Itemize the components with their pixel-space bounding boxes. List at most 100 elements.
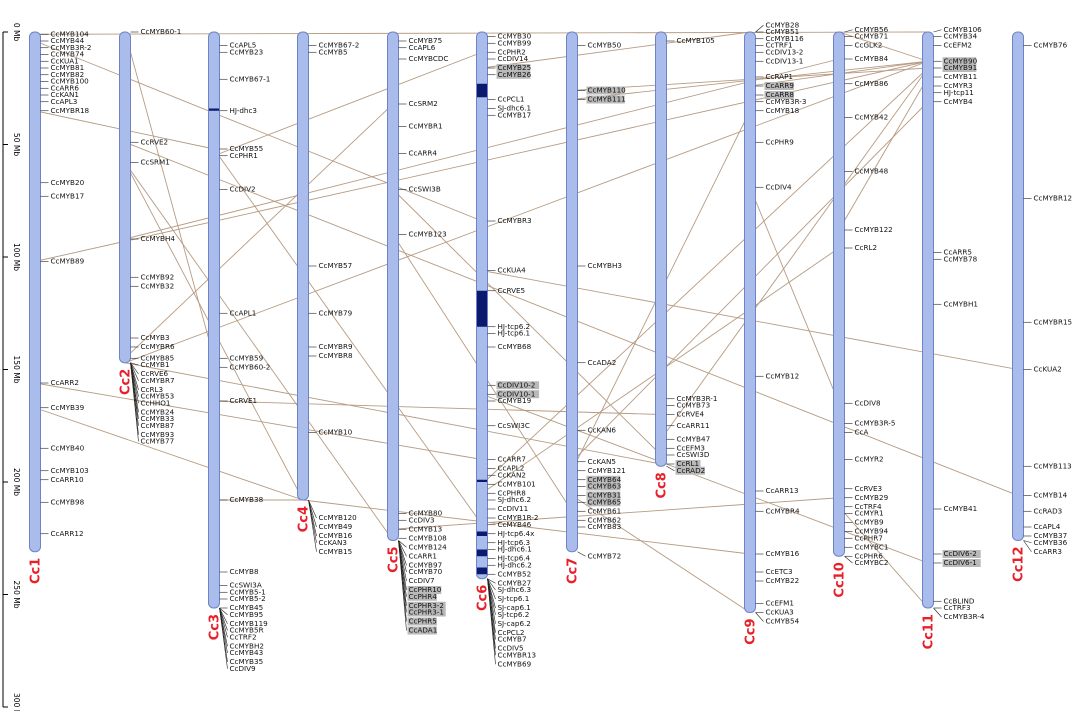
gene-label-ccmyb103: CcMYB103 (51, 466, 89, 475)
axis-tick-label: 50 Mb (12, 133, 21, 156)
gene-label-ccmybh2: CcMYBH2 (230, 641, 264, 650)
duplication-link (124, 31, 215, 359)
gene-leader-line (933, 607, 942, 618)
gene-label-ccetc3: CcETC3 (766, 567, 793, 576)
gene-label-ccmyb5: CcMYB5 (319, 47, 348, 56)
gene-label-ccrad2: CcRAD2 (677, 466, 706, 475)
gene-label-ccswi3b: CcSWI3B (409, 185, 441, 194)
gene-label-ccmyb39: CcMYB39 (51, 403, 85, 412)
gene-label-ccmyb13: CcMYB13 (409, 524, 443, 533)
gene-label-ccmybcdc: CcMYBCDC (409, 54, 449, 63)
chromosomes: Cc1CcMYB104CcMYB44CcMYB3R-2CcMYB74CcKUA1… (29, 20, 1073, 673)
chromosome-bar (833, 31, 845, 557)
gene-label-ccmyb41: CcMYB41 (944, 504, 978, 513)
chromosome-bar (655, 31, 667, 467)
gene-label-ccmyb63: CcMYB63 (588, 482, 622, 491)
duplication-link (34, 407, 304, 501)
chromosome-cc8: Cc8CcMYB105CcMYB3R-1CcMYB73CcRVE4CcARR11… (655, 31, 717, 499)
gene-label-ccapl1: CcAPL1 (230, 308, 257, 317)
gene-highlight-box (496, 70, 531, 79)
duplication-link (481, 31, 751, 69)
gene-label-ccmybr12: CcMYBR12 (1034, 194, 1073, 203)
gene-leader-line (219, 607, 228, 615)
gene-label-sj-cap6-2: SJ-cap6.2 (498, 619, 531, 628)
gene-leader-line (308, 499, 317, 552)
gene-label-ccmyb90: CcMYB90 (944, 56, 978, 65)
gene-label-ccpcl1: CcPCL1 (498, 95, 525, 104)
gene-label-hj-tcp6-1: HJ-tcp6.1 (498, 329, 531, 338)
gene-leader-line (487, 578, 496, 591)
gene-label-ccmybh3: CcMYBH3 (588, 261, 622, 270)
gene-label-sj-dhc6-2: SJ-dhc6.2 (498, 495, 532, 504)
gene-label-ccdiv10-2: CcDIV10-2 (498, 380, 536, 389)
gene-label-ccarr2: CcARR2 (51, 378, 79, 387)
gene-label-ccdiv4: CcDIV4 (766, 182, 793, 191)
gene-highlight-box (586, 95, 625, 104)
gene-label-ccphr3-1: CcPHR3-1 (409, 608, 444, 617)
gene-label-ccarr10: CcARR10 (51, 475, 84, 484)
gene-label-hj-tcp6-4: HJ-tcp6.4 (498, 554, 531, 563)
chromosome-bar (208, 31, 220, 609)
chromosome-cc10: Cc10CcMYB56CcMYB71CcGLK2CcMYB84CcMYB86Cc… (833, 25, 896, 598)
gene-label-ccmyb44: CcMYB44 (51, 36, 85, 45)
gene-highlight-box (942, 57, 977, 66)
gene-highlight-box (942, 550, 981, 558)
gene-label-ccdiv11: CcDIV11 (498, 504, 529, 513)
gene-label-ccmyb91: CcMYB91 (944, 63, 978, 72)
gene-label-ccrve4: CcRVE4 (677, 410, 705, 419)
gene-label-ccmyb60-2: CcMYB60-2 (230, 362, 271, 371)
gene-label-ccdiv6-1: CcDIV6-1 (944, 558, 977, 567)
gene-highlight-box (586, 491, 621, 500)
gene-label-ccmyb93: CcMYB93 (141, 430, 175, 439)
gene-label-ccrve5: CcRVE5 (498, 286, 526, 295)
gene-label-ccmyb54: CcMYB54 (766, 617, 800, 626)
gene-label-ccarr9: CcARR9 (766, 81, 795, 90)
gene-label-ccmyb46: CcMYB46 (498, 520, 532, 529)
gene-label-ccphr3-2: CcPHR3-2 (409, 601, 444, 610)
chromosome-cc3: Cc3CcAPL5CcMYB23CcMYB67-1HJ-dhc3CcMYB55C… (208, 31, 271, 673)
duplication-link (660, 67, 929, 440)
gene-label-ccmybh4: CcMYBH4 (141, 234, 176, 243)
gene-label-ccmyb5-1: CcMYB5-1 (230, 587, 266, 596)
gene-label-ccmyb105: CcMYB105 (677, 36, 715, 45)
axis-tick-label: 150 Mb (12, 356, 21, 384)
gene-leader-line (219, 607, 228, 669)
gene-label-ccmyb17: CcMYB17 (498, 110, 532, 119)
gene-label-ccmyb30: CcMYB30 (498, 32, 532, 41)
chromosome-bar (387, 31, 399, 541)
gene-label-ccmyb64: CcMYB64 (588, 475, 622, 484)
gene-label-ccmyb3r-5: CcMYB3R-5 (855, 419, 896, 428)
gene-label-ccmyb31: CcMYB31 (588, 491, 622, 500)
gene-label-hj-tcp11: HJ-tcp11 (944, 88, 974, 97)
gene-label-cckua1: CcKUA1 (51, 56, 79, 65)
gene-label-ccmyb3r-4: CcMYB3R-4 (944, 612, 985, 621)
chromosome-name: Cc12 (1012, 547, 1027, 582)
chromosome-name: Cc9 (744, 619, 759, 645)
gene-label-ccmyb7: CcMYB7 (498, 635, 527, 644)
dense-gene-band (477, 549, 487, 557)
gene-label-ccmyb70: CcMYB70 (409, 567, 443, 576)
gene-label-ccmyb25: CcMYB25 (498, 63, 532, 72)
gene-label-ccmyb79: CcMYB79 (319, 308, 353, 317)
gene-label-ccmyb85: CcMYB85 (141, 353, 175, 362)
gene-highlight-box (675, 466, 705, 475)
gene-leader-line (666, 465, 675, 472)
gene-label-ccrve6: CcRVE6 (141, 369, 169, 378)
duplication-link (34, 40, 483, 222)
gene-label-ccdiv10-1: CcDIV10-1 (498, 389, 536, 398)
axis-tick-label: 200 Mb (12, 468, 21, 496)
gene-label-ccmyb43: CcMYB43 (230, 648, 264, 657)
gene-label-ccmybr3: CcMYBR3 (498, 216, 532, 225)
gene-label-ccmyb1r-2: CcMYB1R-2 (498, 513, 539, 522)
gene-label-ccmyb86: CcMYB86 (855, 79, 889, 88)
gene-label-ccmyb40: CcMYB40 (51, 443, 85, 452)
chromosome-bar (119, 31, 131, 364)
gene-label-ccapl6: CcAPL6 (409, 43, 436, 52)
gene-highlight-box (764, 82, 794, 90)
gene-label-ccmyb8: CcMYB8 (230, 567, 259, 576)
gene-label-ccdiv13-1: CcDIV13-1 (766, 56, 804, 65)
gene-label-cckan5: CcKAN5 (588, 457, 616, 466)
gene-highlight-box (407, 592, 437, 601)
